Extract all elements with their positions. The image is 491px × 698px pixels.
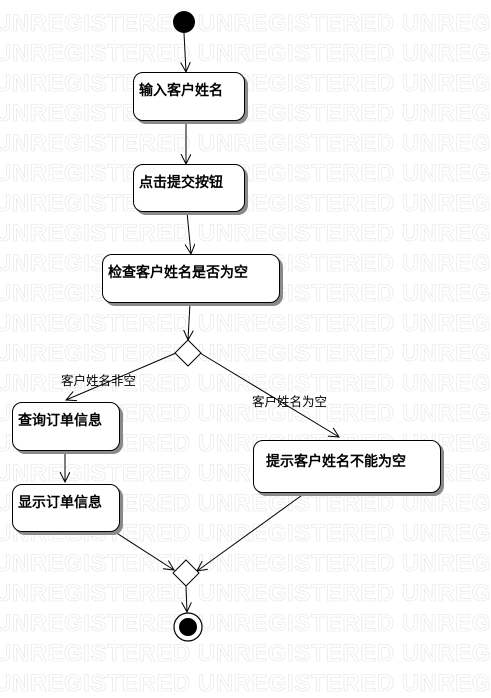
watermark-row: UNREGISTERED UNREGISTERED UNREGI [0, 190, 491, 218]
watermark-row: UNREGISTERED UNREGISTERED UNREGIS [0, 160, 491, 188]
watermark-row: UNREGISTERED UNREGISTERED UNREGIS [0, 580, 491, 608]
guard-label-empty: 客户姓名为空 [252, 394, 328, 409]
flow-click-to-check [187, 211, 191, 254]
activity-query-order[interactable]: 查询订单信息 [12, 402, 120, 451]
activity-label: 提示客户姓名不能为空 [266, 454, 406, 470]
watermark-row: UNREGISTERED UNREGISTERED UNREGI [0, 310, 491, 338]
activity-click-submit[interactable]: 点击提交按钮 [133, 164, 245, 212]
activity-label: 检查客户姓名是否为空 [108, 265, 248, 281]
flow-prompt-to-merge [197, 492, 306, 571]
watermark-row: UNREGISTERED UNREGISTERED UNREGI [0, 130, 491, 158]
guard-label-not-empty: 客户姓名非空 [61, 373, 137, 388]
activity-label: 输入客户姓名 [139, 83, 223, 99]
watermark-row: UNREGISTERED UNREGISTERED UNREGI [0, 70, 491, 98]
activity-prompt-name-required[interactable]: 提示客户姓名不能为空 [253, 440, 441, 493]
activity-label: 点击提交按钮 [139, 175, 223, 191]
flow-decision-to-query [66, 352, 177, 400]
flow-check-to-decision [188, 302, 190, 340]
watermark-row: UNREGISTERED UNREGISTERED UNREGIS [0, 100, 491, 128]
activity-show-order[interactable]: 显示订单信息 [12, 484, 120, 532]
activity-check-name-empty[interactable]: 检查客户姓名是否为空 [102, 254, 280, 303]
final-node-inner [179, 618, 197, 636]
watermark-row: UNREGISTERED UNREGISTERED UNREGI [0, 550, 491, 578]
activity-label: 显示订单信息 [18, 495, 102, 511]
activity-input-customer-name[interactable]: 输入客户姓名 [133, 72, 245, 121]
merge-node [172, 559, 200, 587]
flow-decision-to-prompt [199, 352, 339, 437]
flow-start-to-input [184, 32, 186, 72]
flow-show-to-merge [114, 531, 174, 570]
watermark-row: UNREGISTERED UNREGISTERED UNREGI [0, 610, 491, 638]
watermark-row: UNREGISTERED UNREGISTERED UNREGIS [0, 40, 491, 68]
watermark-row: UNREGISTERED UNREGISTERED UNREGI [0, 10, 491, 38]
flow-merge-to-end [186, 585, 187, 612]
watermark-row: UNREGISTERED UNREGISTERED UNREGIS [0, 220, 491, 248]
watermark-row: UNREGISTERED UNREGISTERED UNREGIS [0, 640, 491, 668]
activity-label: 查询订单信息 [18, 413, 102, 429]
initial-node [173, 11, 195, 33]
watermark-row: UNREGISTERED UNREGISTERED UNREGIS [0, 340, 491, 368]
decision-node [174, 339, 202, 367]
